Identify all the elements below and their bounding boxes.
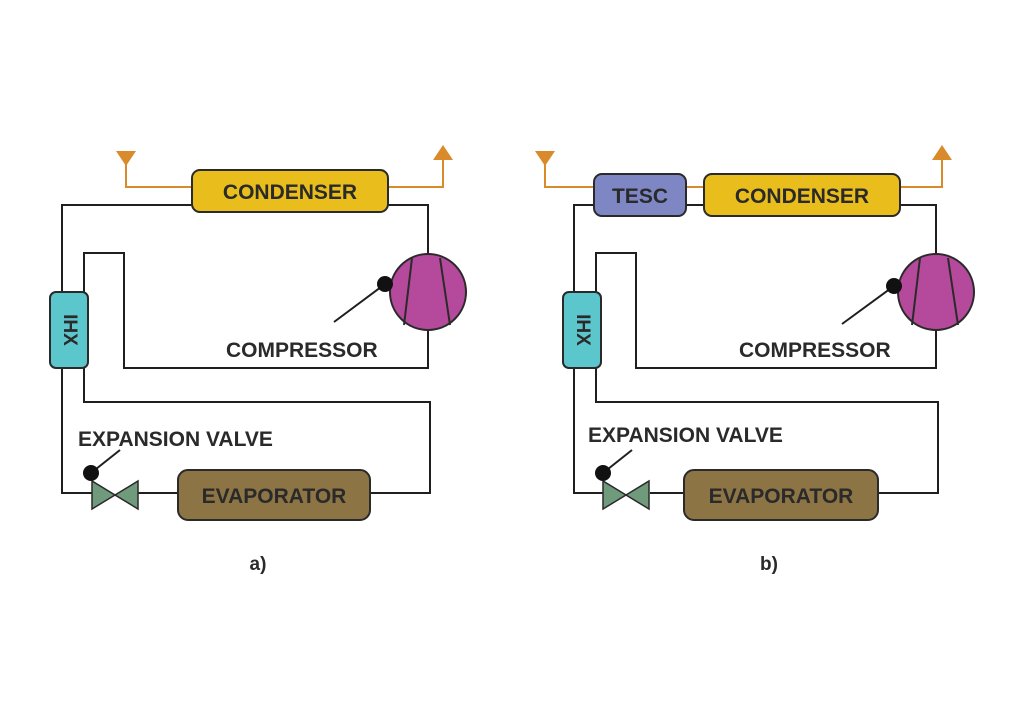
expansion-valve-label: EXPANSION VALVE [78, 428, 273, 451]
panel-b-caption: b) [760, 554, 778, 575]
compressor-label: COMPRESSOR [226, 339, 378, 362]
refrigerant-line-top [61, 204, 192, 292]
condenser-label: CONDENSER [223, 181, 357, 204]
refrigerant-line-condenser-to-compressor [900, 204, 937, 256]
compressor-pointer-dot [886, 278, 902, 294]
condenser-box [191, 169, 389, 213]
ihx-label: IHX [572, 314, 593, 346]
expansion-valve-icon [91, 479, 139, 511]
expansion-valve-pointer-dot [83, 465, 99, 481]
water-outlet-arrow-icon [932, 145, 952, 160]
panel-b: TESC CONDENSER IHX COMPRESSOR EXPANSION … [535, 145, 975, 575]
refrigerant-line-ihx-to-valve [61, 368, 94, 494]
panel-a-caption: a) [250, 554, 267, 575]
ihx-box [562, 291, 602, 369]
water-inlet-pipe [544, 160, 594, 188]
evaporator-label: EVAPORATOR [202, 485, 347, 508]
panel-a: CONDENSER IHX COMPRESSOR EXPANSION VALVE… [49, 145, 467, 575]
water-outlet-pipe [388, 158, 444, 188]
compressor-leader-line [841, 285, 895, 325]
compressor-icon [897, 253, 975, 331]
water-inlet-arrow-icon [535, 151, 555, 166]
tesc-box [593, 173, 687, 217]
refrigerant-line-evaporator-return [595, 368, 939, 494]
water-inlet-arrow-icon [116, 151, 136, 166]
expansion-valve-icon [602, 479, 650, 511]
evaporator-box [683, 469, 879, 521]
refrigerant-line-condenser-to-compressor [388, 204, 429, 256]
condenser-label: CONDENSER [735, 185, 869, 208]
evaporator-label: EVAPORATOR [709, 485, 854, 508]
expansion-valve-pointer-dot [595, 465, 611, 481]
compressor-pointer-dot [377, 276, 393, 292]
water-inlet-pipe [125, 160, 192, 188]
compressor-icon [389, 253, 467, 331]
compressor-leader-line [333, 283, 386, 323]
refrigerant-line-top [573, 204, 594, 292]
water-outlet-pipe [900, 158, 943, 188]
compressor-label: COMPRESSOR [739, 339, 891, 362]
ihx-box [49, 291, 89, 369]
refrigerant-line-evaporator-return [83, 368, 431, 494]
ihx-label: IHX [59, 314, 80, 346]
tesc-label: TESC [612, 185, 668, 208]
refrigerant-line-suction [83, 252, 429, 369]
expansion-valve-label: EXPANSION VALVE [588, 424, 783, 447]
refrigerant-line-ihx-to-valve [573, 368, 603, 494]
evaporator-box [177, 469, 371, 521]
water-outlet-arrow-icon [433, 145, 453, 160]
condenser-box [703, 173, 901, 217]
refrigerant-line-suction [595, 252, 937, 369]
